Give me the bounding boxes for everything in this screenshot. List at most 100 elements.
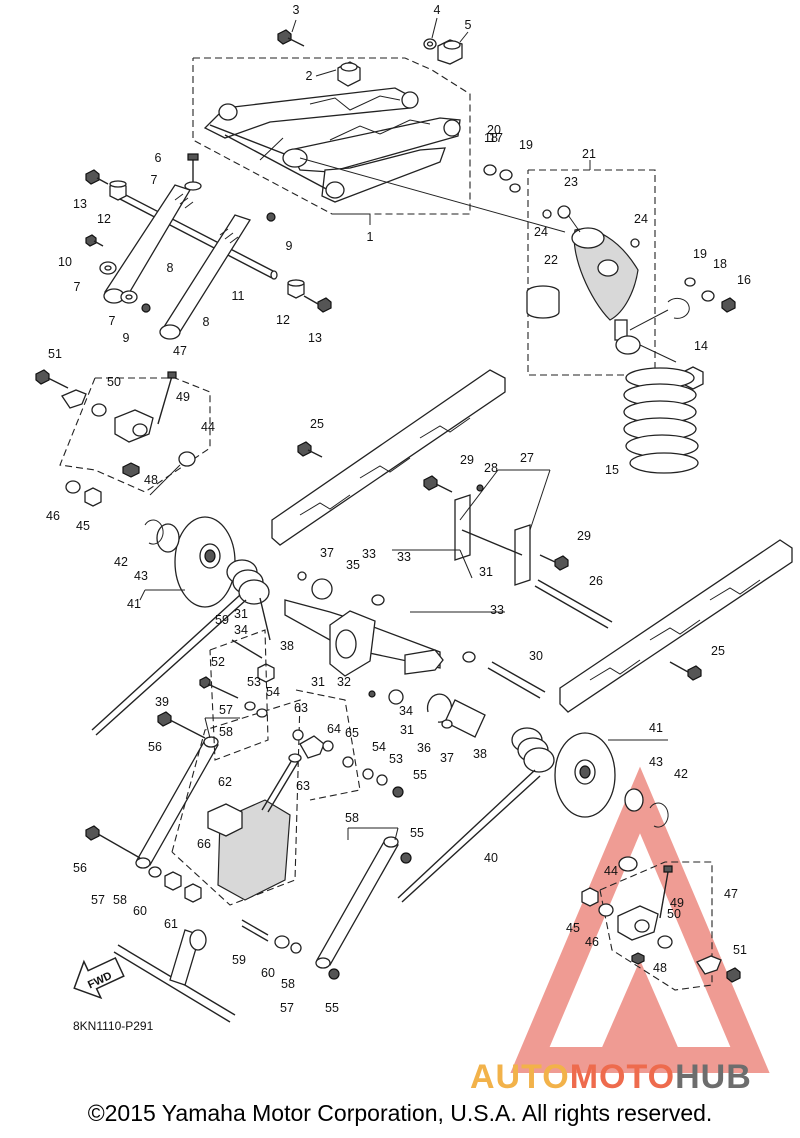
callout-15: 15 [605,463,619,477]
callout-46: 46 [585,935,599,949]
callout-19: 19 [693,247,707,261]
shock-absorber [483,160,736,390]
callout-31: 31 [479,565,493,579]
callout-25: 25 [310,417,324,431]
callout-58: 58 [219,725,233,739]
fwd-arrow: FWD [73,956,125,1000]
callout-50: 50 [667,907,681,921]
idler-wheel-left [139,516,236,608]
callout-8: 8 [203,315,210,329]
callout-44: 44 [201,420,215,434]
callout-16: 16 [737,273,751,287]
callout-45: 45 [76,519,90,533]
callout-61: 61 [164,917,178,931]
callout-5: 5 [465,18,472,32]
callout-63: 63 [296,779,310,793]
callout-51: 51 [48,347,62,361]
center-brackets [423,469,613,699]
callout-51: 51 [733,943,747,957]
callout-58: 58 [113,893,127,907]
front-axle-parts [85,153,332,340]
callout-47: 47 [173,344,187,358]
watermark-triangle [510,766,770,1073]
callout-53: 53 [247,675,261,689]
callout-33: 33 [397,550,411,564]
callout-65: 65 [345,726,359,740]
callout-10: 10 [58,255,72,269]
callout-53: 53 [389,752,403,766]
callout-49: 49 [670,896,684,910]
callout-12: 12 [276,313,290,327]
callout-38: 38 [473,747,487,761]
callout-24: 24 [634,212,648,226]
callout-63: 63 [294,701,308,715]
callout-43: 43 [649,755,663,769]
callout-57: 57 [280,1001,294,1015]
callout-52: 52 [211,655,225,669]
callout-42: 42 [114,555,128,569]
callout-2: 2 [306,69,313,83]
callout-4: 4 [434,3,441,17]
callout-13: 13 [308,331,322,345]
callout-35: 35 [346,558,360,572]
callout-7: 7 [109,314,116,328]
center-pivot-arm [284,549,505,738]
callout-58: 58 [345,811,359,825]
callout-41: 41 [127,597,141,611]
callout-37: 37 [440,751,454,765]
callout-1: 1 [367,230,374,244]
callout-12: 12 [97,212,111,226]
callout-36: 36 [417,741,431,755]
callout-59: 59 [232,953,246,967]
callout-54: 54 [266,685,280,699]
callout-49: 49 [176,390,190,404]
callout-40: 40 [484,851,498,865]
side-rails [271,369,793,713]
callout-48: 48 [653,961,667,975]
callout-8: 8 [167,261,174,275]
callout-24: 24 [534,225,548,239]
callout-66: 66 [197,837,211,851]
callout-20: 20 [487,123,501,137]
callout-13: 13 [73,197,87,211]
callout-56: 56 [148,740,162,754]
callout-56: 56 [73,861,87,875]
pivot-assembly-right [581,856,741,991]
callout-34: 34 [234,623,248,637]
callout-31: 31 [400,723,414,737]
callout-17: 17 [489,131,503,145]
callout-11: 11 [232,289,245,303]
callout-18: 18 [713,257,727,271]
callout-31: 31 [234,607,248,621]
copyright-footer: ©2015 Yamaha Motor Corporation, U.S.A. A… [87,1100,713,1126]
callout-42: 42 [674,767,688,781]
callout-62: 62 [218,775,232,789]
callout-44: 44 [604,864,618,878]
callout-6: 6 [155,151,162,165]
callout-27: 27 [520,451,534,465]
torsion-springs [91,559,555,903]
callout-30: 30 [529,649,543,663]
callout-37: 37 [320,546,334,560]
watermark-auto: AUTO [470,1058,570,1096]
pivot-assembly-left [35,369,211,507]
watermark-text: AUTOMOTOHUB [470,1058,752,1097]
callout-22: 22 [544,253,558,267]
callout-60: 60 [261,966,275,980]
callout-19: 19 [519,138,533,152]
callout-14: 14 [694,339,708,353]
callout-43: 43 [134,569,148,583]
callout-31: 31 [311,675,325,689]
callout-25: 25 [711,644,725,658]
idler-wheel-right [554,732,669,828]
callout-60: 60 [133,904,147,918]
callout-33: 33 [362,547,376,561]
callout-55: 55 [410,826,424,840]
callout-59: 59 [215,613,229,627]
callout-34: 34 [399,704,413,718]
callout-50: 50 [107,375,121,389]
callout-57: 57 [91,893,105,907]
callout-7: 7 [74,280,81,294]
callout-47: 47 [724,887,738,901]
callout-64: 64 [327,722,341,736]
